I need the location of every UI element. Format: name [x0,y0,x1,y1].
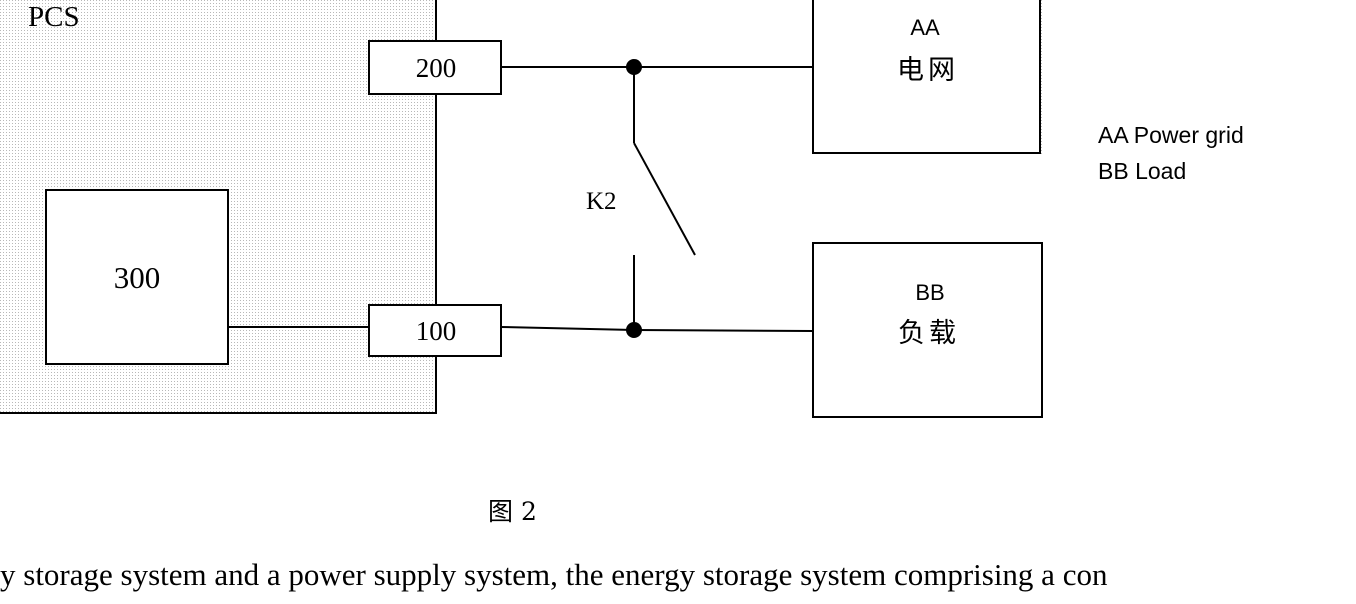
pcs-label: PCS [28,1,80,33]
body-text-line: y storage system and a power supply syst… [0,557,1107,593]
switch-k2-blade [634,143,695,255]
junction-dot-bottom [626,322,642,338]
junction-dot-top [626,59,642,75]
figure-caption: 图 2 [488,492,537,528]
load-box: BB 负载 [813,243,1044,419]
block-200-label: 200 [416,53,457,83]
block-300-label: 300 [114,260,161,295]
wire-100-to-junction [501,327,634,330]
load-box-name: 负载 [898,318,960,348]
wire-junction-to-load [634,330,813,331]
legend-line-load: BB Load [1098,158,1186,185]
switch-k2-label: K2 [586,188,617,215]
block-100-label: 100 [416,316,457,346]
grid-box: AA 电网 [813,0,1042,155]
block-200: 200 [369,41,501,94]
legend-line-grid: AA Power grid [1098,122,1244,149]
grid-box-name: 电网 [897,55,959,85]
block-300: 300 [46,190,228,364]
grid-box-code: AA [910,15,940,40]
block-100: 100 [369,305,501,356]
load-box-code: BB [915,280,944,305]
